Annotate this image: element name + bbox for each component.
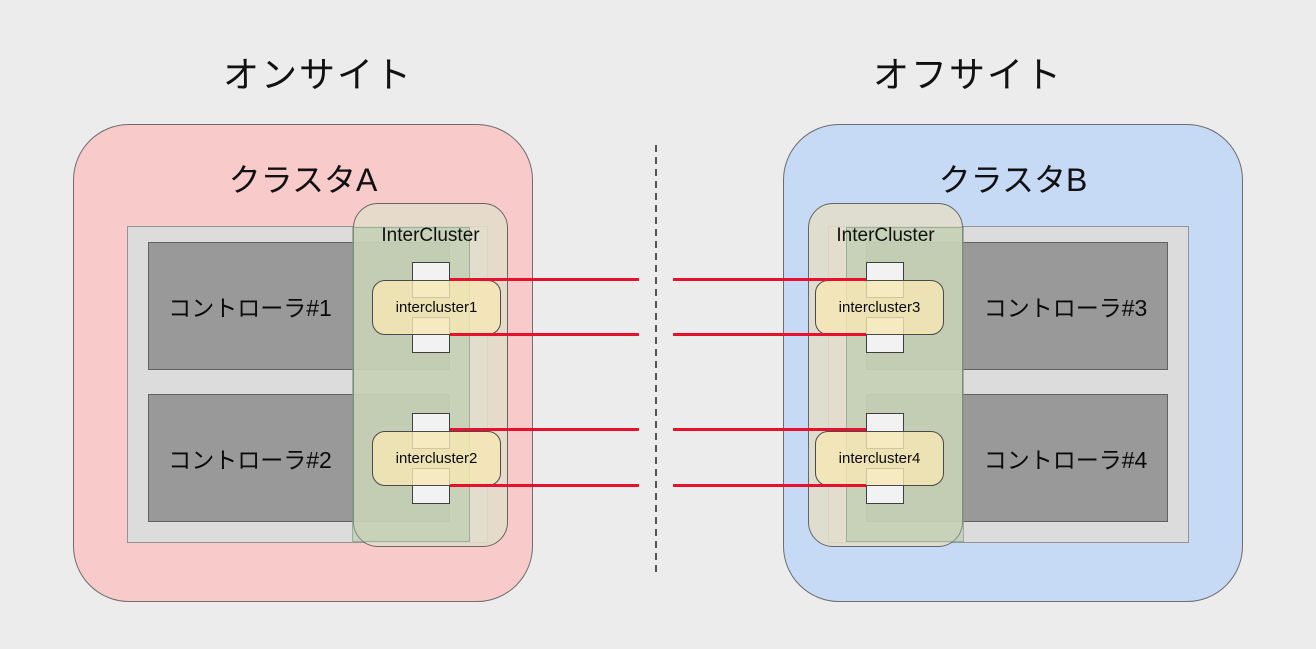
connection-line-2-left [450, 333, 639, 336]
intercluster-a-network-overlay [352, 227, 470, 542]
controller-4-label: コントローラ#4 [983, 447, 1148, 473]
connection-line-2-right [673, 333, 866, 336]
controller-1-label: コントローラ#1 [168, 295, 332, 321]
connection-line-4-left [450, 484, 639, 487]
intercluster-b-network-overlay [846, 227, 964, 542]
controller-2-label: コントローラ#2 [168, 447, 332, 473]
cluster-b-label: クラスタB [938, 162, 1088, 198]
connection-line-3-left [450, 428, 639, 431]
cluster-a-label: クラスタA [228, 162, 378, 198]
lif-box-intercluster3: intercluster3 [815, 280, 944, 335]
connection-line-3-right [673, 428, 866, 431]
lif-box-intercluster2: intercluster2 [372, 431, 501, 486]
connection-line-1-left [450, 278, 639, 281]
lif-box-intercluster4: intercluster4 [815, 431, 944, 486]
controller-3-label: コントローラ#3 [983, 295, 1148, 321]
site-divider-dashed-line [655, 145, 657, 573]
connection-line-1-right [673, 278, 866, 281]
site-title-offsite: オフサイト [872, 54, 1063, 95]
connection-line-4-right [673, 484, 866, 487]
intercluster-b-label: InterCluster [836, 225, 935, 246]
site-title-onsite: オンサイト [222, 54, 413, 95]
intercluster-a-label: InterCluster [381, 225, 480, 246]
lif-box-intercluster1: intercluster1 [372, 280, 501, 335]
